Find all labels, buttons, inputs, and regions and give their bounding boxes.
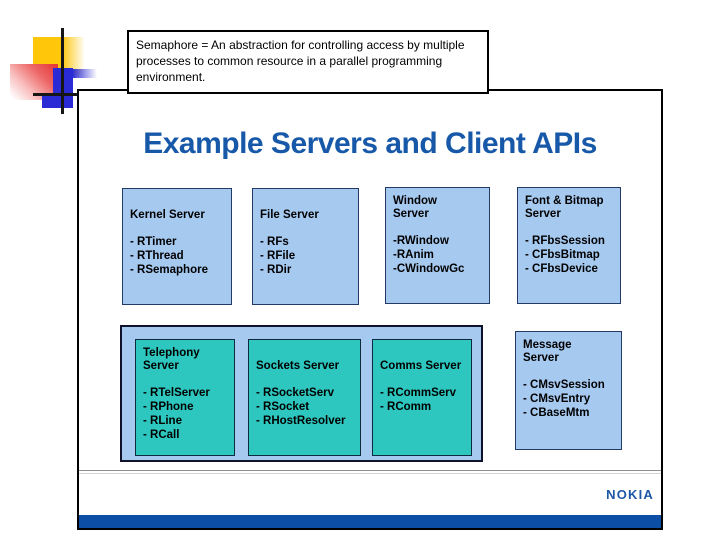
api-item: - CFbsDevice bbox=[525, 263, 598, 275]
server-box-title-text: Font & Bitmap Server bbox=[525, 195, 604, 220]
server-box-title-text: Window Server bbox=[393, 195, 437, 220]
server-box-window: Window Server -RWindow -RAnim -CWindowGc bbox=[385, 187, 490, 304]
server-box-title: Message Server bbox=[523, 338, 616, 365]
api-item: - RSemaphore bbox=[130, 264, 208, 276]
semaphore-note-text: Semaphore = An abstraction for controlli… bbox=[136, 38, 465, 85]
api-item: - RFile bbox=[260, 250, 296, 262]
api-item: - CFbsBitmap bbox=[525, 249, 600, 261]
server-box-title-text: Comms Server bbox=[380, 360, 462, 372]
api-item: - RCommServ bbox=[380, 387, 457, 399]
api-list: - RFbsSession - CFbsBitmap - CFbsDevice bbox=[525, 234, 615, 276]
server-box-title-text: Sockets Server bbox=[256, 360, 340, 372]
api-item: - RTimer bbox=[130, 236, 177, 248]
api-list: - RSocketServ - RSocket - RHostResolver bbox=[256, 386, 355, 428]
server-box-title: Sockets Server bbox=[256, 346, 355, 373]
api-item: - CBaseMtm bbox=[523, 407, 590, 419]
api-item: - RSocketServ bbox=[256, 387, 334, 399]
nokia-logo: NOKIA bbox=[606, 487, 654, 502]
footer-divider bbox=[79, 470, 661, 471]
server-box-title: File Server bbox=[260, 195, 353, 222]
api-item: - RDir bbox=[260, 264, 292, 276]
slide-canvas: Example Servers and Client APIs Kernel S… bbox=[77, 89, 663, 530]
api-item: - RSocket bbox=[256, 401, 310, 413]
server-box-title-text: Kernel Server bbox=[130, 209, 205, 221]
server-box-message: Message Server - CMsvSession - CMsvEntry… bbox=[515, 331, 622, 450]
api-list: -RWindow -RAnim -CWindowGc bbox=[393, 234, 484, 276]
semaphore-note: Semaphore = An abstraction for controlli… bbox=[127, 30, 489, 94]
server-box-kernel: Kernel Server - RTimer - RThread - RSema… bbox=[122, 188, 232, 305]
api-list: - RTelServer - RPhone - RLine - RCall bbox=[143, 386, 229, 442]
deco-blue-band bbox=[72, 69, 97, 78]
api-item: - CMsvSession bbox=[523, 379, 605, 391]
api-item: -RAnim bbox=[393, 249, 434, 261]
api-item: - RThread bbox=[130, 250, 184, 262]
server-box-telephony: Telephony Server - RTelServer - RPhone -… bbox=[135, 339, 235, 456]
api-item: - RLine bbox=[143, 415, 182, 427]
server-box-sockets: Sockets Server - RSocketServ - RSocket -… bbox=[248, 339, 361, 456]
api-item: - RFs bbox=[260, 236, 289, 248]
deco-blue-square-foot bbox=[42, 95, 73, 108]
server-box-title: Comms Server bbox=[380, 346, 466, 373]
deco-horizontal-line bbox=[33, 93, 79, 96]
api-list: - CMsvSession - CMsvEntry - CBaseMtm bbox=[523, 378, 616, 420]
server-box-font-bitmap: Font & Bitmap Server - RFbsSession - CFb… bbox=[517, 187, 621, 304]
server-box-title-text: Telephony Server bbox=[143, 347, 200, 372]
api-item: - RHostResolver bbox=[256, 415, 346, 427]
api-item: - RFbsSession bbox=[525, 235, 605, 247]
api-list: - RCommServ - RComm bbox=[380, 386, 466, 414]
server-box-title: Window Server bbox=[393, 194, 484, 221]
bottom-accent-bar bbox=[79, 515, 661, 528]
footer-divider-light bbox=[79, 473, 661, 474]
comms-server-group: Telephony Server - RTelServer - RPhone -… bbox=[120, 325, 483, 462]
server-box-title: Telephony Server bbox=[143, 346, 229, 373]
api-list: - RTimer - RThread - RSemaphore bbox=[130, 235, 226, 277]
api-item: -RWindow bbox=[393, 235, 449, 247]
api-item: - CMsvEntry bbox=[523, 393, 591, 405]
server-box-title: Font & Bitmap Server bbox=[525, 194, 615, 221]
api-list: - RFs - RFile - RDir bbox=[260, 235, 353, 277]
page-title: Example Servers and Client APIs bbox=[143, 127, 597, 160]
server-box-title-text: File Server bbox=[260, 209, 319, 221]
server-box-comms: Comms Server - RCommServ - RComm bbox=[372, 339, 472, 456]
deco-vertical-line bbox=[61, 28, 64, 114]
server-box-file: File Server - RFs - RFile - RDir bbox=[252, 188, 359, 305]
api-item: -CWindowGc bbox=[393, 263, 465, 275]
api-item: - RCall bbox=[143, 429, 180, 441]
server-box-title-text: Message Server bbox=[523, 339, 572, 364]
api-item: - RComm bbox=[380, 401, 432, 413]
api-item: - RTelServer bbox=[143, 387, 210, 399]
api-item: - RPhone bbox=[143, 401, 194, 413]
server-box-title: Kernel Server bbox=[130, 195, 226, 222]
